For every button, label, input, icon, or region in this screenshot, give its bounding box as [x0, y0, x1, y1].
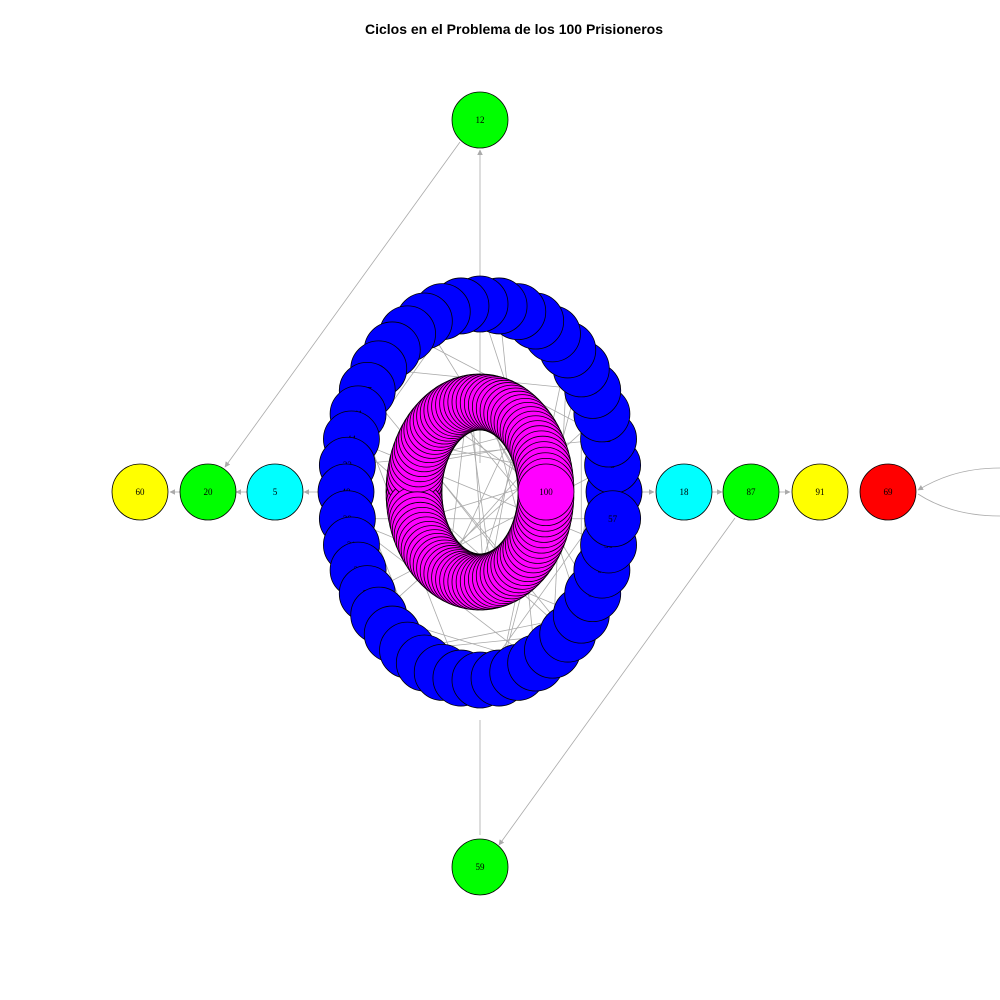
magenta-node: 100 [517, 463, 575, 521]
node-5: 5 [246, 463, 304, 521]
node-12-label: 12 [476, 115, 485, 125]
node-59-label: 59 [476, 862, 486, 872]
chart-title: Ciclos en el Problema de los 100 Prision… [364, 21, 663, 37]
node-12-circle [451, 91, 509, 149]
node-69-label: 69 [884, 487, 894, 497]
blue-node-label: 57 [608, 514, 618, 524]
node-87-circle [722, 463, 780, 521]
edge-87-59 [498, 517, 736, 846]
node-59-circle [451, 838, 509, 896]
node-20-circle [179, 463, 237, 521]
magenta-node-label: 100 [539, 487, 553, 497]
chain-nodes: 12 59 60 20 5 18 87 91 69 [111, 91, 917, 896]
node-5-circle [246, 463, 304, 521]
node-91-label: 91 [816, 487, 825, 497]
node-69: 69 [859, 463, 917, 521]
node-12: 12 [451, 91, 509, 149]
magenta-node-circle [517, 463, 575, 521]
node-18: 18 [655, 463, 713, 521]
node-87: 87 [722, 463, 780, 521]
edge-out-69 [917, 493, 1000, 517]
node-69-circle [859, 463, 917, 521]
node-59: 59 [451, 838, 509, 896]
edge-12-20 [224, 141, 461, 468]
node-60-label: 60 [136, 487, 146, 497]
node-91: 91 [791, 463, 849, 521]
node-18-circle [655, 463, 713, 521]
node-60: 60 [111, 463, 169, 521]
node-87-label: 87 [747, 487, 757, 497]
node-5-label: 5 [273, 487, 278, 497]
blue-node-circle [584, 490, 642, 548]
node-20-label: 20 [204, 487, 214, 497]
blue-cycle-nodes: 9332911641315172325283033353643474144324… [317, 275, 643, 709]
node-91-circle [791, 463, 849, 521]
node-18-label: 18 [680, 487, 690, 497]
blue-cycle-edge [423, 320, 594, 594]
magenta-cycle-edge [471, 402, 485, 582]
blue-node: 57 [584, 490, 642, 548]
node-60-circle [111, 463, 169, 521]
node-20: 20 [179, 463, 237, 521]
magenta-cycle-nodes: 5049515248475346544555445643575842415940… [385, 373, 575, 611]
edge-in-69 [917, 467, 1000, 491]
